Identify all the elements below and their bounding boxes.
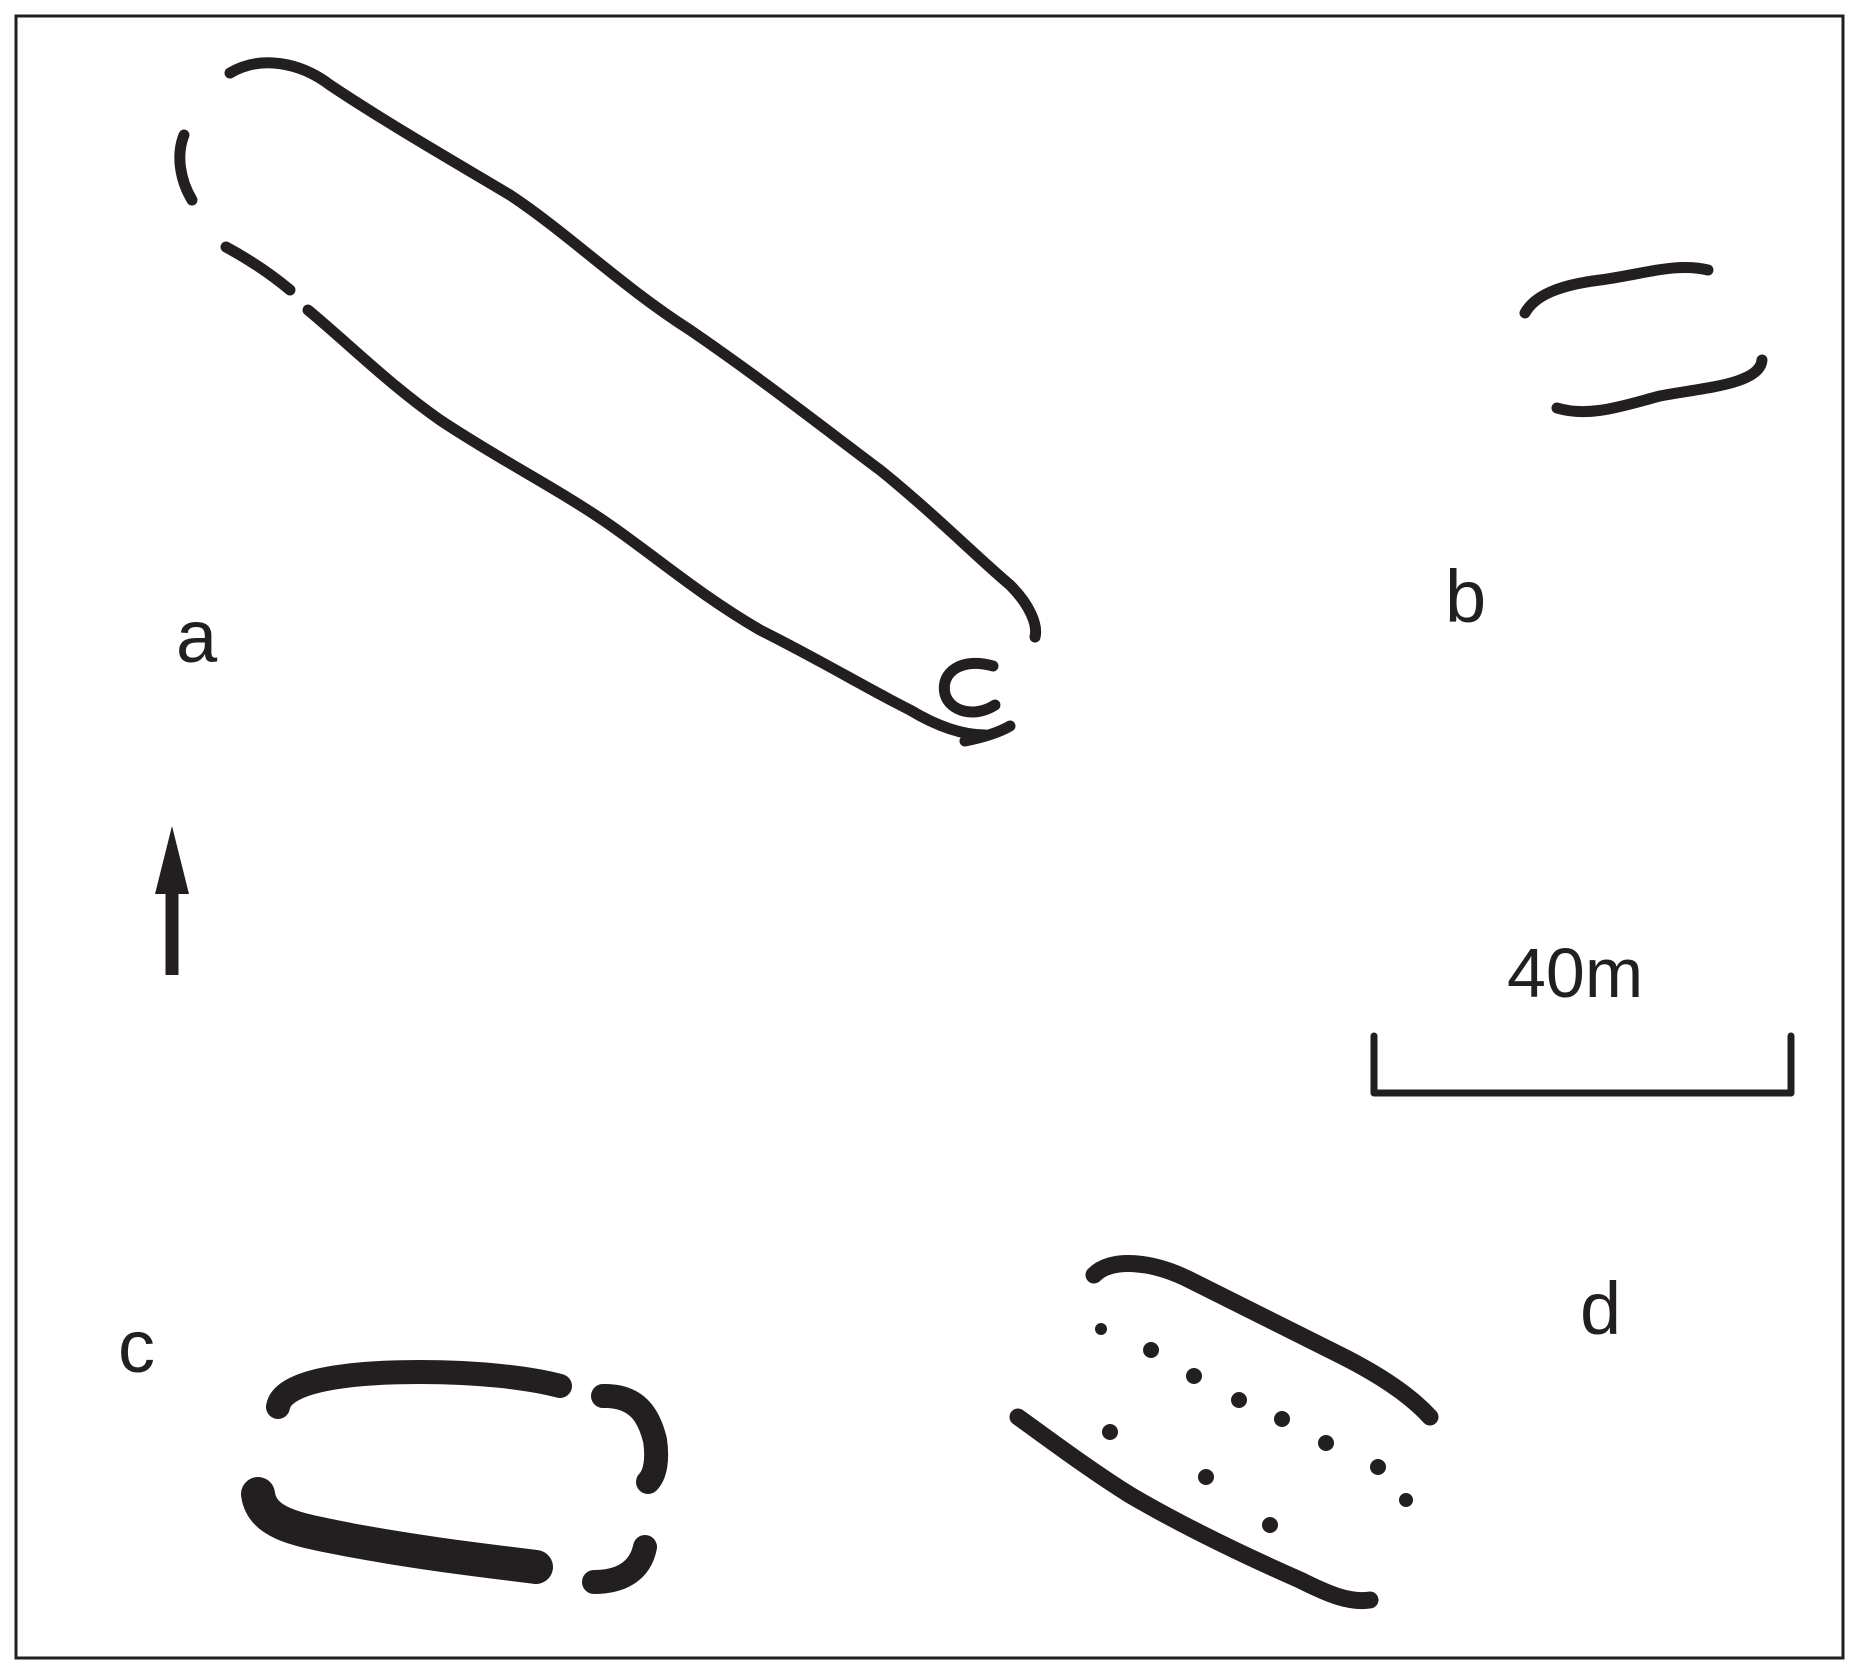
pit bbox=[1318, 1435, 1334, 1451]
pit bbox=[1186, 1368, 1202, 1384]
enclosure-b bbox=[1519, 262, 1768, 418]
enclosure-b-label: b bbox=[1445, 555, 1487, 638]
pit bbox=[1399, 1493, 1413, 1507]
enclosure-a-west-terminal bbox=[174, 129, 198, 206]
enclosure-d-north-ditch bbox=[1085, 1255, 1439, 1426]
enclosure-a-lower-ditch-west bbox=[220, 241, 296, 296]
scale-bar-label: 40m bbox=[1507, 934, 1644, 1012]
scale-bar-line bbox=[1370, 1032, 1795, 1097]
enclosure-d-label: d bbox=[1580, 1267, 1622, 1350]
enclosure-b-north-ditch bbox=[1519, 262, 1714, 319]
enclosure-b-south-ditch bbox=[1551, 354, 1768, 418]
pit bbox=[1274, 1411, 1290, 1427]
pit bbox=[1102, 1424, 1118, 1440]
enclosure-c-label: c bbox=[118, 1305, 155, 1388]
pit bbox=[1143, 1342, 1159, 1358]
figure-frame bbox=[14, 14, 1845, 1660]
north-arrow-icon bbox=[155, 826, 189, 975]
enclosure-c bbox=[241, 1360, 669, 1594]
enclosure-c-south-ditch bbox=[241, 1477, 553, 1584]
pit bbox=[1095, 1323, 1107, 1335]
pit bbox=[1198, 1469, 1214, 1485]
enclosure-c-northeast-corner bbox=[591, 1384, 669, 1494]
enclosure-c-north-ditch bbox=[266, 1360, 572, 1419]
north-arrow-head bbox=[155, 826, 189, 894]
pit bbox=[1262, 1517, 1278, 1533]
enclosure-d-pit-row-lower bbox=[1102, 1424, 1278, 1533]
pit bbox=[1231, 1392, 1247, 1408]
enclosure-a-east-terminal-c bbox=[938, 657, 1001, 718]
enclosure-a bbox=[174, 57, 1042, 747]
enclosure-d-south-ditch bbox=[1009, 1408, 1379, 1610]
enclosure-c-southeast-corner bbox=[582, 1535, 657, 1594]
enclosure-a-lower-ditch bbox=[302, 304, 991, 741]
enclosure-a-east-terminal-tail bbox=[959, 720, 1016, 747]
enclosure-d bbox=[1009, 1255, 1439, 1610]
pit bbox=[1370, 1459, 1386, 1475]
enclosure-a-upper-ditch bbox=[224, 57, 1042, 643]
scale-bar bbox=[1370, 1032, 1795, 1097]
enclosure-d-pit-row-upper bbox=[1095, 1323, 1413, 1507]
enclosure-a-label: a bbox=[176, 595, 218, 678]
